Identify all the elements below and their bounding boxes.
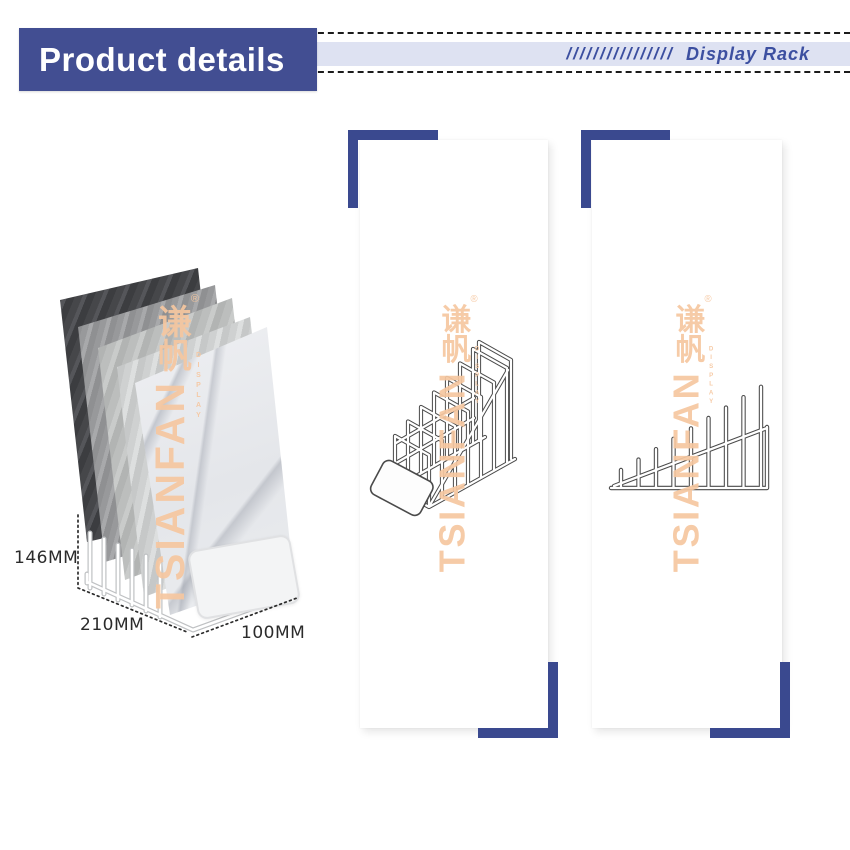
corner-bracket-bottom-right <box>478 662 558 738</box>
category-label: Display Rack <box>685 43 810 64</box>
drawing-front-panel <box>369 459 434 517</box>
corner-bracket-bottom-right <box>710 662 790 738</box>
corner-bracket-top-left <box>581 130 670 208</box>
dimension-height-label: 146MM <box>14 548 79 568</box>
dimension-width-label: 100MM <box>241 623 306 643</box>
tile-samples-photo: ® 谦帆 DISPLAY TSIANFAN <box>50 262 310 647</box>
header-dashed-rule-bottom <box>308 71 850 73</box>
header-dashed-rule-top <box>308 32 850 34</box>
product-card-side-view: ® 谦帆 DISPLAY TSIANFAN <box>581 130 790 738</box>
decorative-slashes: //////////////// <box>566 44 674 63</box>
registered-mark: ® <box>470 294 478 305</box>
dimension-lines <box>77 514 298 638</box>
rack-isometric-drawing <box>369 330 547 517</box>
page-title: Product details <box>39 40 285 78</box>
header-band: //////////////// Display Rack <box>308 42 850 66</box>
registered-mark: ® <box>704 294 712 305</box>
section-title-banner: Product details <box>19 28 317 91</box>
corner-bracket-top-left <box>348 130 438 208</box>
product-card-isometric: ® 谦帆 DISPLAY TSIANFAN <box>348 130 558 738</box>
rack-side-drawing <box>597 340 777 520</box>
dimension-depth-label: 210MM <box>80 615 145 635</box>
